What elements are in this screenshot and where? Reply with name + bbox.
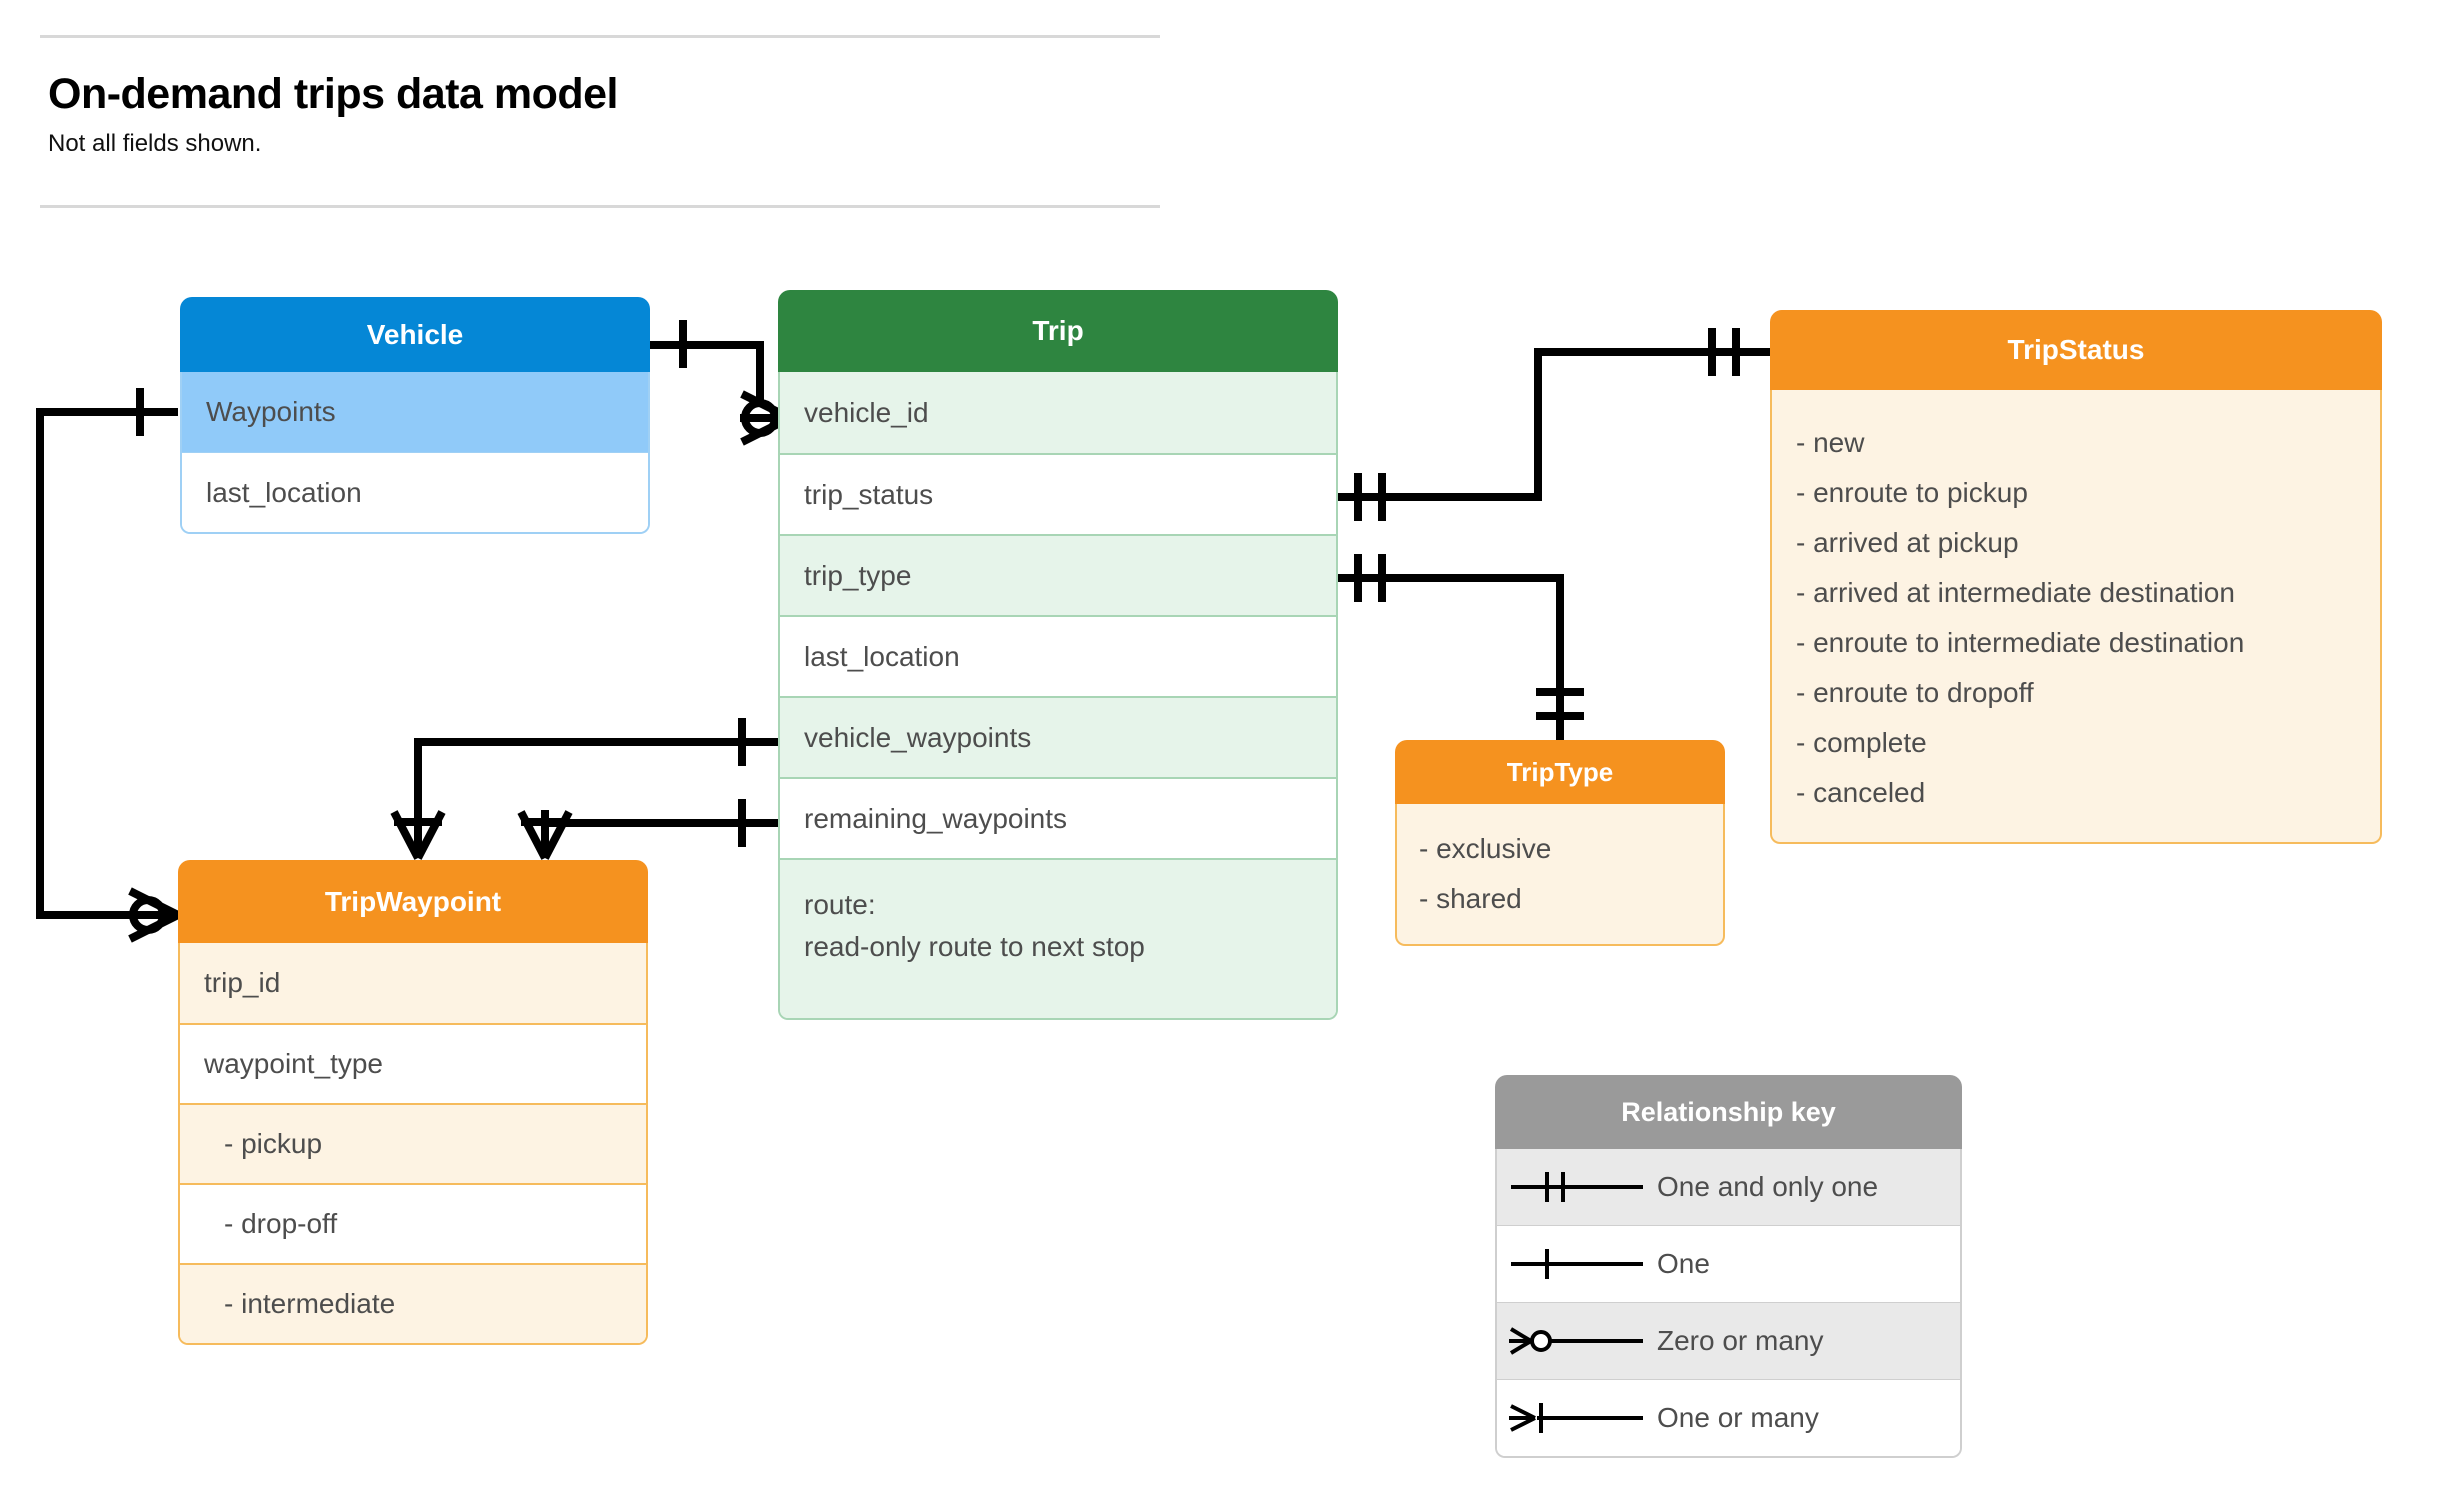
entity-tripstatus[interactable]: TripStatus - new - enroute to pickup - a… <box>1770 310 2382 844</box>
wire-trip-vehiclewaypoints-to-tripwaypoint <box>414 738 778 858</box>
field-row-route-line1: route: <box>804 889 876 920</box>
header-divider-top <box>40 35 1160 38</box>
header-divider-bottom <box>40 205 1160 208</box>
field-row-enum[interactable]: - pickup <box>180 1103 646 1183</box>
entity-triptype-title: TripType <box>1395 740 1725 804</box>
one-icon <box>1497 1244 1657 1284</box>
enum-item: - arrived at pickup <box>1796 527 2019 558</box>
enum-item: - complete <box>1796 727 1927 758</box>
entity-trip[interactable]: Trip vehicle_id trip_status trip_type la… <box>778 290 1338 1020</box>
legend-title: Relationship key <box>1495 1075 1962 1149</box>
field-row[interactable]: trip_id <box>180 943 646 1023</box>
legend-row-label: One and only one <box>1657 1171 1879 1202</box>
page-title: On-demand trips data model <box>48 70 618 118</box>
entity-vehicle-title: Vehicle <box>180 297 650 372</box>
one-or-many-icon <box>1497 1398 1657 1438</box>
zero-or-many-icon <box>1497 1321 1657 1361</box>
enum-item: - exclusive <box>1419 833 1552 864</box>
entity-trip-fields: vehicle_id trip_status trip_type last_lo… <box>778 372 1338 1020</box>
entity-vehicle-fields: Waypoints last_location <box>180 372 650 534</box>
field-row[interactable]: vehicle_waypoints <box>780 696 1336 777</box>
enum-item: - shared <box>1419 883 1522 914</box>
entity-tripstatus-title: TripStatus <box>1770 310 2382 390</box>
field-row[interactable]: Waypoints <box>182 372 648 452</box>
enum-item: - new <box>1796 427 1865 458</box>
entity-tripwaypoint-fields: trip_id waypoint_type - pickup - drop-of… <box>178 943 648 1345</box>
field-row[interactable]: vehicle_id <box>780 372 1336 453</box>
legend-rows: One and only one One <box>1495 1149 1962 1458</box>
enum-item: - canceled <box>1796 777 1926 808</box>
field-row-route-line2: read-only route to next stop <box>804 931 1145 962</box>
field-row[interactable]: waypoint_type <box>180 1023 646 1103</box>
entity-tripwaypoint[interactable]: TripWaypoint trip_id waypoint_type - pic… <box>178 860 648 1345</box>
legend-row: One and only one <box>1497 1149 1960 1225</box>
relationship-key-legend: Relationship key One and only one <box>1495 1075 1962 1458</box>
wire-vehicle-to-trip <box>650 341 764 418</box>
entity-tripwaypoint-title: TripWaypoint <box>178 860 648 943</box>
entity-triptype-values: - exclusive - shared <box>1395 804 1725 946</box>
enum-item: - enroute to intermediate destination <box>1796 627 2245 658</box>
legend-row-label: Zero or many <box>1657 1325 1824 1356</box>
field-row[interactable]: last_location <box>780 615 1336 696</box>
field-row-enum[interactable]: - intermediate <box>180 1263 646 1343</box>
field-row-enum[interactable]: - drop-off <box>180 1183 646 1263</box>
field-row[interactable]: trip_status <box>780 453 1336 534</box>
wire-trip-remainingwaypoints-to-tripwaypoint <box>541 819 778 858</box>
legend-row-label: One or many <box>1657 1402 1819 1433</box>
legend-row: One <box>1497 1225 1960 1302</box>
legend-row: One or many <box>1497 1379 1960 1456</box>
legend-row-label: One <box>1657 1248 1710 1279</box>
entity-vehicle[interactable]: Vehicle Waypoints last_location <box>180 297 650 534</box>
field-row[interactable]: trip_type <box>780 534 1336 615</box>
one-and-only-one-icon <box>1497 1167 1657 1207</box>
field-row[interactable]: remaining_waypoints <box>780 777 1336 858</box>
entity-trip-title: Trip <box>778 290 1338 372</box>
enum-item: - enroute to dropoff <box>1796 677 2034 708</box>
wire-vehicle-waypoints-to-tripwaypoint <box>36 408 178 919</box>
page-subtitle: Not all fields shown. <box>48 130 262 157</box>
enum-item: - enroute to pickup <box>1796 477 2028 508</box>
field-row-route[interactable]: route: read-only route to next stop <box>780 858 1336 1018</box>
entity-triptype[interactable]: TripType - exclusive - shared <box>1395 740 1725 946</box>
field-row[interactable]: last_location <box>182 452 648 532</box>
wire-trip-to-triptype <box>1338 574 1564 740</box>
legend-row: Zero or many <box>1497 1302 1960 1379</box>
enum-item: - arrived at intermediate destination <box>1796 577 2235 608</box>
entity-tripstatus-values: - new - enroute to pickup - arrived at p… <box>1770 390 2382 844</box>
wire-trip-to-tripstatus <box>1338 348 1770 501</box>
